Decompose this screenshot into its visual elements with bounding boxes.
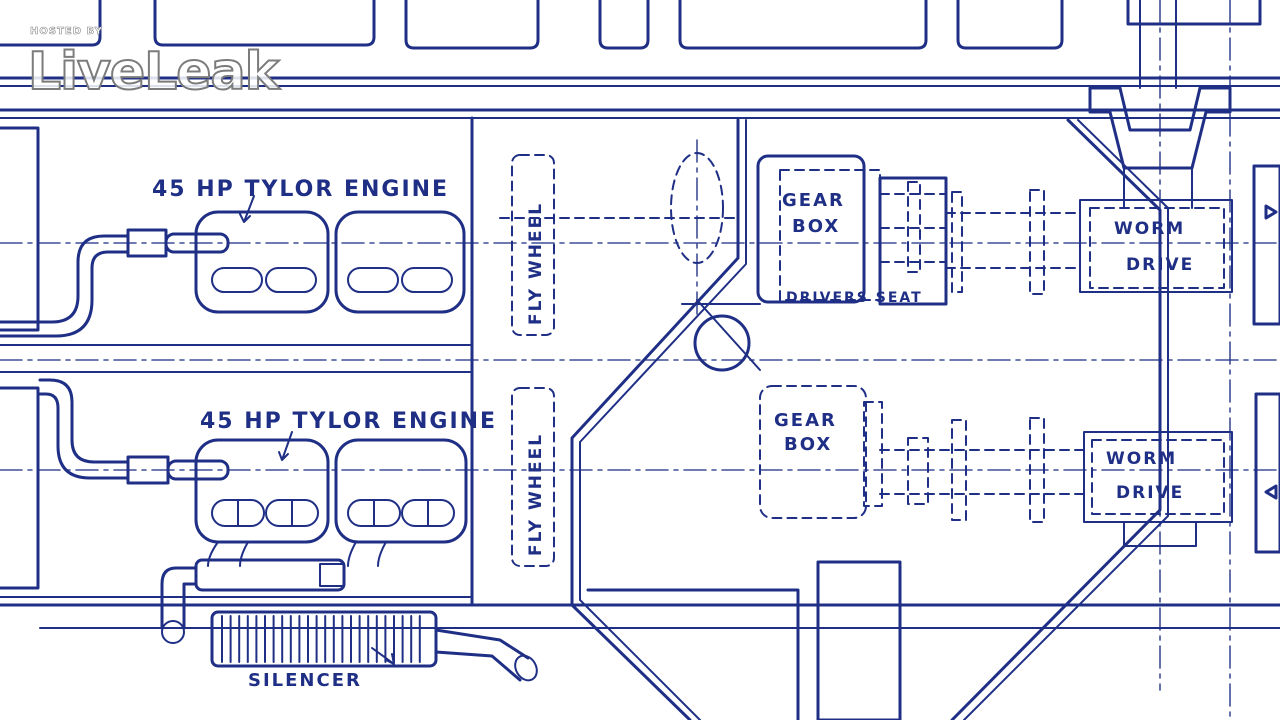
worm-drive-label-top-line1: WORM xyxy=(1114,219,1185,239)
engine-label-bottom: 45 HP TYLOR ENGINE xyxy=(200,409,497,434)
worm-drive-label-bottom-line2: DRIVE xyxy=(1116,483,1184,503)
worm-drive-label-top-line2: DRIVE xyxy=(1126,255,1194,275)
frame-rails xyxy=(0,76,1280,629)
drivers-seat-label: DRIVERS SEAT xyxy=(786,290,923,306)
upper-engine xyxy=(0,195,466,338)
silencer xyxy=(210,610,538,682)
left-frame-boxes xyxy=(0,126,40,590)
top-window-panels xyxy=(0,0,1262,50)
lower-engine xyxy=(38,378,468,644)
gearbox-label-top-line1: GEAR xyxy=(782,190,845,211)
upper-gearbox xyxy=(756,154,1081,306)
gearbox-label-bottom-line1: GEAR xyxy=(774,410,837,431)
lower-gearbox xyxy=(759,385,1085,523)
flywheel-label-top: FLY WHEEL xyxy=(526,202,546,325)
worm-drives xyxy=(1079,0,1280,554)
flywheels xyxy=(499,152,741,567)
flywheel-label-bottom: FLY WHEEL xyxy=(526,433,546,556)
silencer-label: SILENCER xyxy=(248,670,362,691)
cab-outline xyxy=(570,118,1169,720)
worm-drive-label-bottom-line1: WORM xyxy=(1106,449,1177,469)
engine-label-top: 45 HP TYLOR ENGINE xyxy=(152,177,449,202)
gearbox-label-top-line2: BOX xyxy=(792,216,840,237)
gearbox-label-bottom-line2: BOX xyxy=(784,434,832,455)
